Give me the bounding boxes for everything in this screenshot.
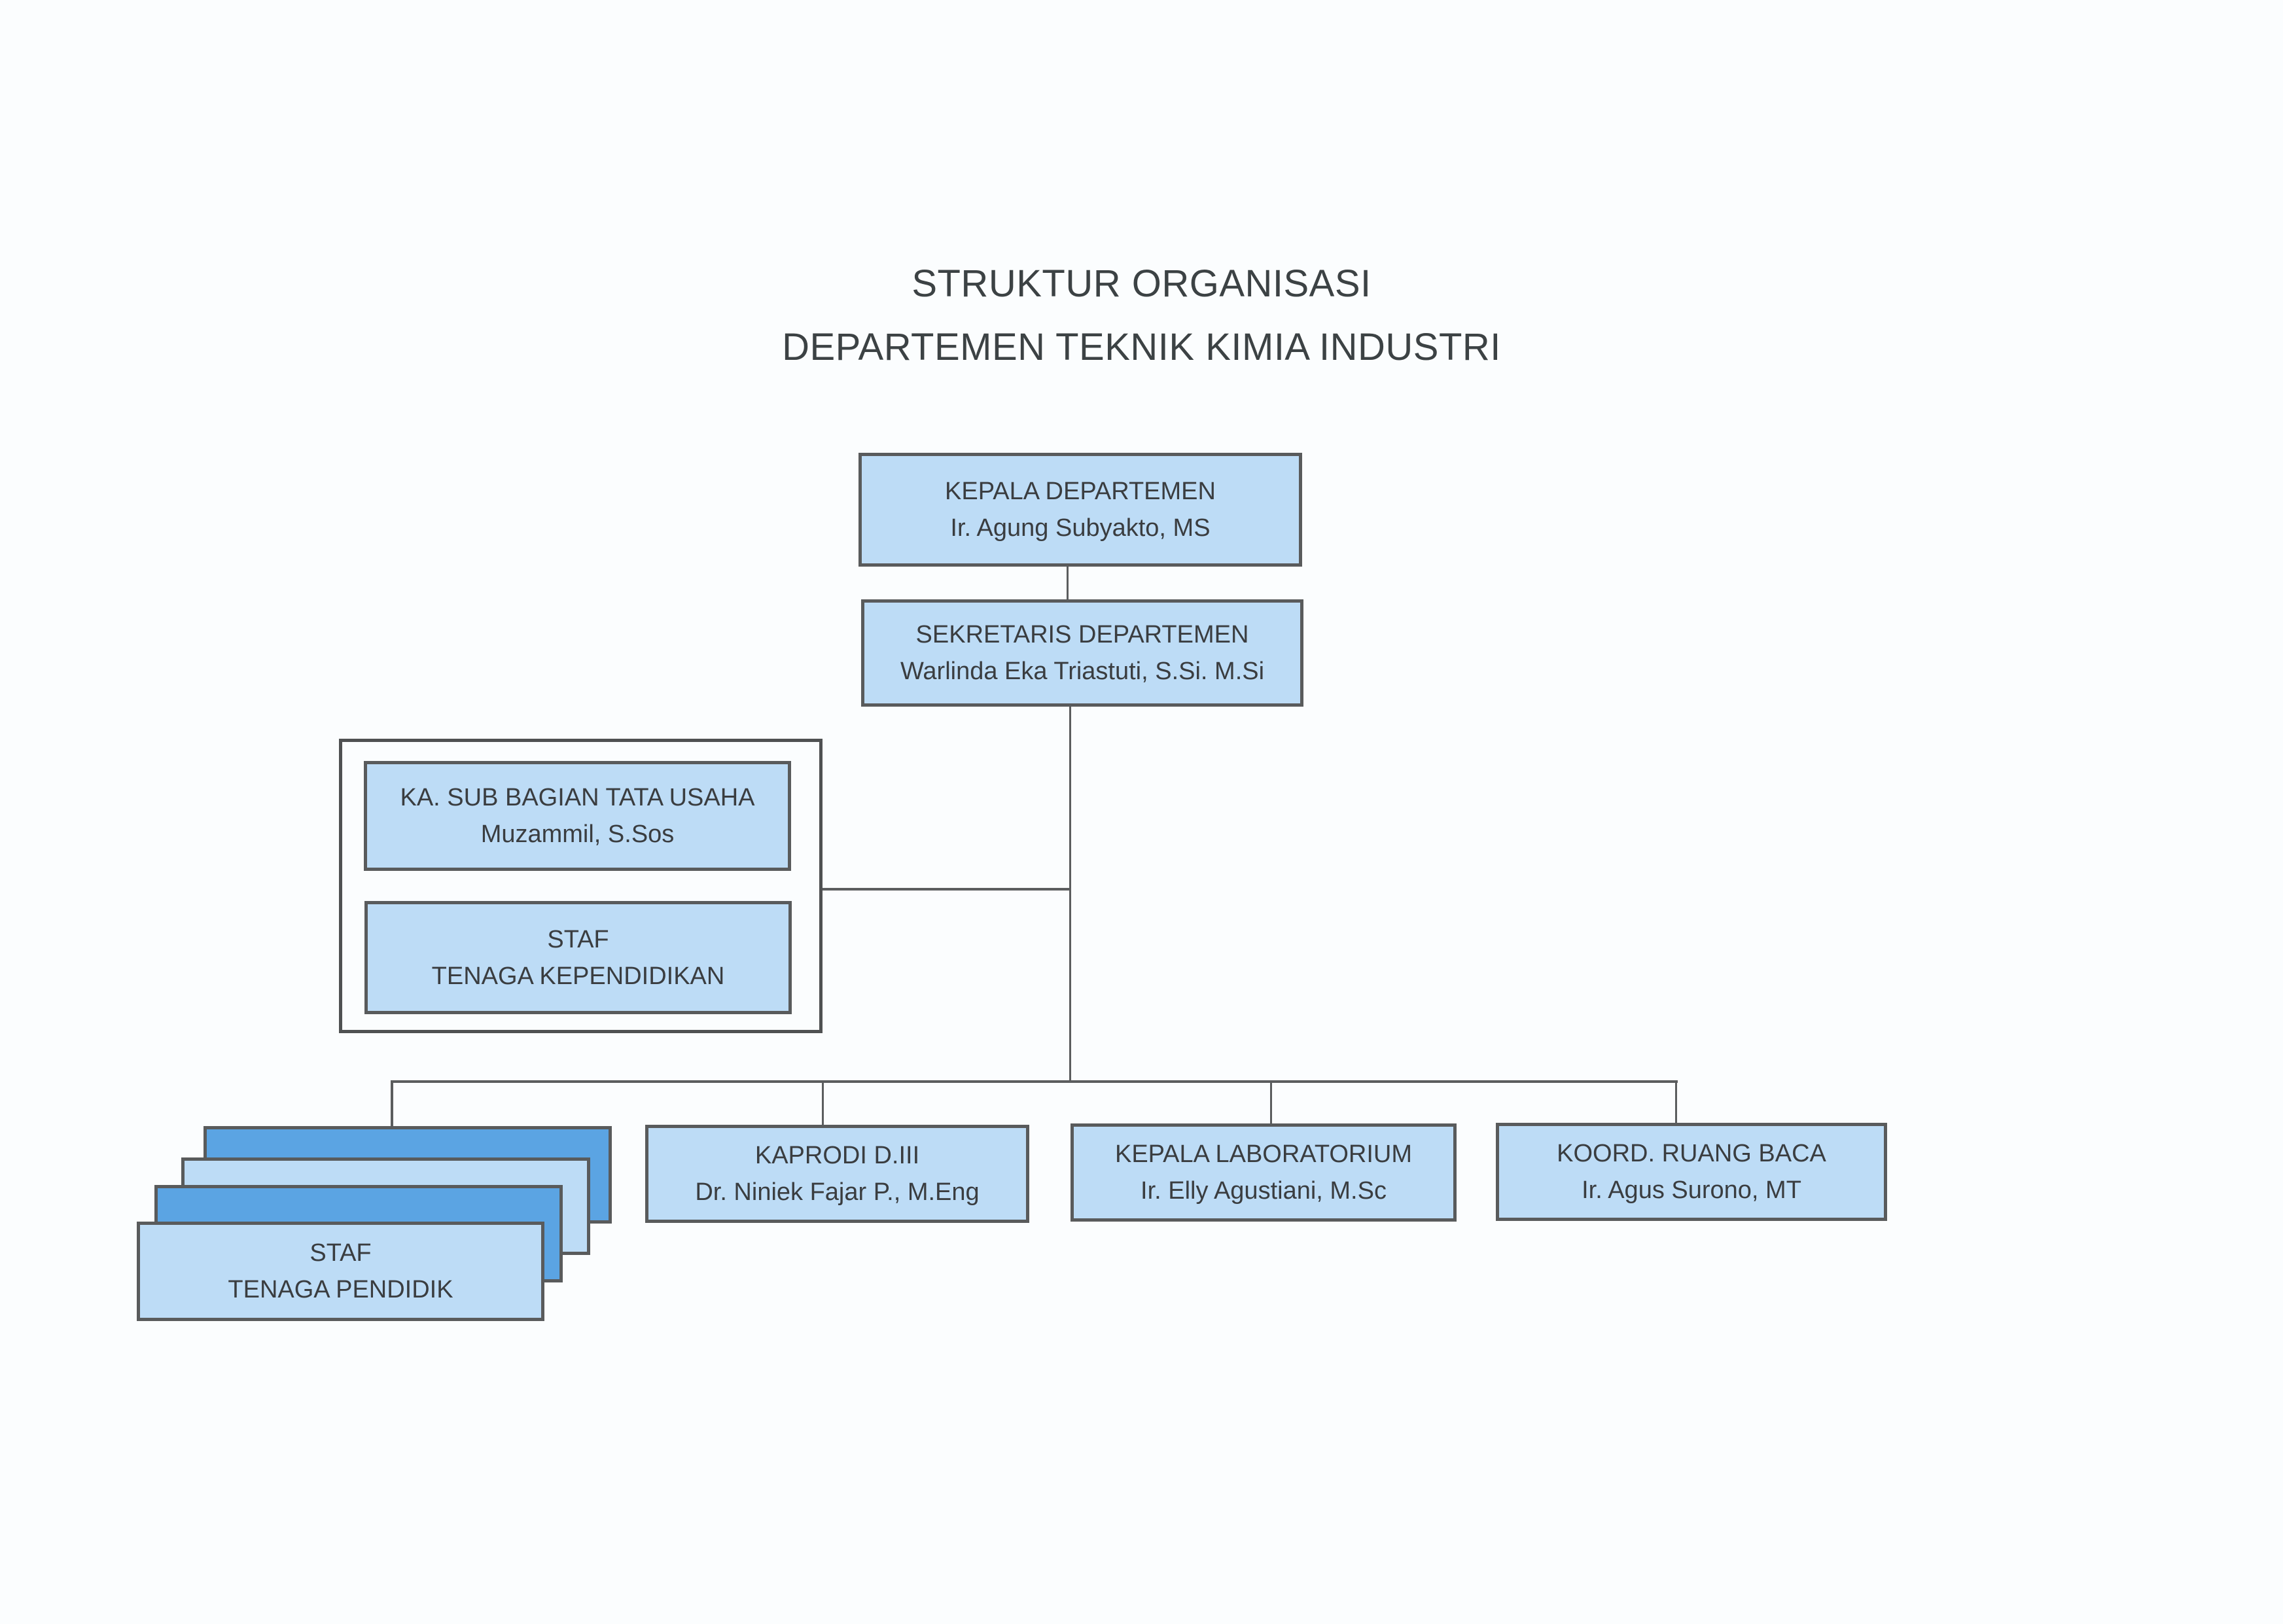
node-name: Ir. Agung Subyakto, MS xyxy=(950,514,1211,542)
node-reading-room-coordinator: KOORD. RUANG BACA Ir. Agus Surono, MT xyxy=(1496,1123,1887,1221)
node-lab-head: KEPALA LABORATORIUM Ir. Elly Agustiani, … xyxy=(1071,1123,1457,1222)
node-role: STAF xyxy=(547,925,609,953)
node-role: KA. SUB BAGIAN TATA USAHA xyxy=(400,784,755,811)
node-role: STAF xyxy=(310,1239,372,1267)
connector-admin-group xyxy=(821,888,1071,891)
connector-kaprodi xyxy=(822,1080,824,1126)
connector-teaching-staff xyxy=(391,1080,393,1127)
node-kaprodi: KAPRODI D.III Dr. Niniek Fajar P., M.Eng xyxy=(645,1125,1029,1223)
node-role: KEPALA DEPARTEMEN xyxy=(945,478,1216,505)
node-role: KAPRODI D.III xyxy=(754,1142,920,1169)
node-name: TENAGA KEPENDIDIKAN xyxy=(431,962,725,990)
connector-bottom-bus xyxy=(391,1080,1678,1083)
node-admin-staff: STAF TENAGA KEPENDIDIKAN xyxy=(364,901,792,1014)
node-head-of-department: KEPALA DEPARTEMEN Ir. Agung Subyakto, MS xyxy=(858,453,1302,567)
connector-trunk xyxy=(1069,705,1071,1082)
node-name: Warlinda Eka Triastuti, S.Si. M.Si xyxy=(900,658,1265,685)
node-name: Ir. Agus Surono, MT xyxy=(1582,1176,1801,1204)
node-admin-head: KA. SUB BAGIAN TATA USAHA Muzammil, S.So… xyxy=(364,761,791,871)
node-name: Ir. Elly Agustiani, M.Sc xyxy=(1141,1177,1387,1205)
connector-head-secretary xyxy=(1067,565,1069,601)
node-teaching-staff: STAF TENAGA PENDIDIK xyxy=(137,1222,544,1321)
node-name: Muzammil, S.Sos xyxy=(480,821,675,848)
node-role: KEPALA LABORATORIUM xyxy=(1114,1140,1413,1168)
node-role: SEKRETARIS DEPARTEMEN xyxy=(915,621,1249,648)
node-name: Dr. Niniek Fajar P., M.Eng xyxy=(695,1178,980,1206)
connector-reading-room xyxy=(1675,1080,1677,1124)
node-name: TENAGA PENDIDIK xyxy=(228,1276,453,1303)
node-role: KOORD. RUANG BACA xyxy=(1557,1140,1826,1167)
connector-lab-head xyxy=(1270,1080,1272,1125)
admin-group-frame xyxy=(339,739,823,1033)
chart-title-line1: STRUKTUR ORGANISASI xyxy=(911,262,1372,305)
chart-title-line2: DEPARTEMEN TEKNIK KIMIA INDUSTRI xyxy=(782,326,1501,368)
node-department-secretary: SEKRETARIS DEPARTEMEN Warlinda Eka Trias… xyxy=(861,599,1303,707)
